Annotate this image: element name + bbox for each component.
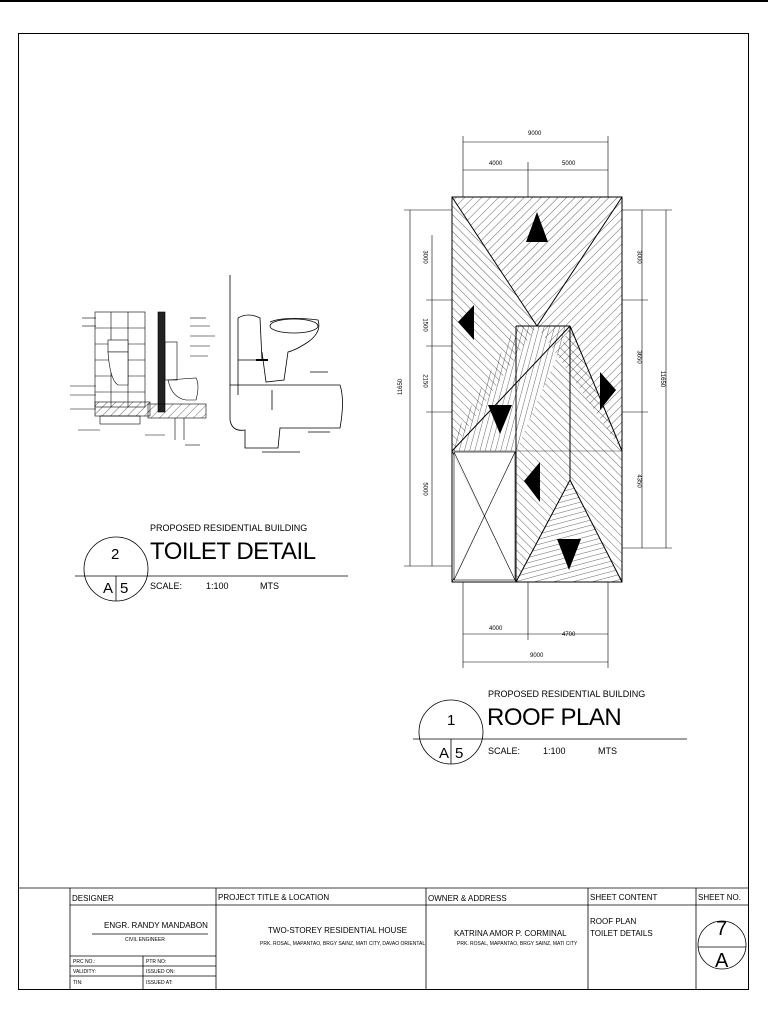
slope-arrow-left xyxy=(458,305,474,340)
slope-arrow-bottom xyxy=(557,539,581,570)
owner-address: PRK. ROSAL, MAPANTAO, BRGY SAINZ, MATI C… xyxy=(457,941,578,947)
dim-right-total: 11650 xyxy=(659,370,666,388)
prc-no-label: PRC NO.: xyxy=(73,959,96,965)
slope-arrow-lower-left xyxy=(524,462,540,502)
ptr-no-label: PTR NO: xyxy=(146,959,167,965)
owner-name: KATRINA AMOR P. CORMINAL xyxy=(454,929,567,938)
dim-left-total: 11650 xyxy=(398,378,405,396)
project-location: PRK. ROSAL, MAPANTAO, BRGY SAINZ, MATI C… xyxy=(260,941,426,947)
dim-left-1: 3000 xyxy=(421,250,428,264)
tin-label: TIN: xyxy=(73,980,83,986)
slope-arrow-right xyxy=(600,372,616,410)
dim-top-total: 9000 xyxy=(528,131,542,137)
toilet-section-sketch xyxy=(145,311,215,446)
dim-left-3: 2150 xyxy=(421,374,428,388)
toilet-detail-title: TOILET DETAIL xyxy=(150,538,316,565)
dim-left-2: 1500 xyxy=(421,318,428,332)
sheet-letter: A xyxy=(715,950,729,972)
dim-top-left: 4000 xyxy=(489,161,503,167)
toilet-detail-subtitle: PROPOSED RESIDENTIAL BUILDING xyxy=(150,523,308,533)
dim-right-3: 4350 xyxy=(635,474,642,488)
dim-bottom-left: 4000 xyxy=(489,626,503,632)
toilet-detail-scale-value: 1:100 xyxy=(206,581,229,591)
toilet-detail-number: 2 xyxy=(111,546,120,563)
roof-plan-sheet-ref-right: 5 xyxy=(455,745,464,762)
toilet-detail-sheet-ref-left: A xyxy=(103,580,114,597)
slope-arrow-top xyxy=(526,212,548,242)
project-title: TWO-STOREY RESIDENTIAL HOUSE xyxy=(268,926,407,935)
sheet-content-header: SHEET CONTENT xyxy=(590,893,658,902)
designer-role: CIVIL ENGINEER xyxy=(125,937,165,943)
sheet-content-line1: ROOF PLAN xyxy=(590,917,637,926)
roof-plan-number: 1 xyxy=(447,712,456,729)
issued-on-label: ISSUED ON: xyxy=(146,969,175,975)
sheet-no-header: SHEET NO. xyxy=(698,893,741,902)
dim-bottom-right: 4700 xyxy=(562,632,576,638)
dim-right-1: 3000 xyxy=(635,250,642,264)
roof-plan-units: MTS xyxy=(598,746,617,756)
sheet-content-line2: TOILET DETAILS xyxy=(590,929,653,938)
slope-arrow-mid xyxy=(488,405,512,434)
top-border-line xyxy=(0,0,768,2)
toilet-elevation-sketch xyxy=(70,311,151,431)
roof-plan-subtitle: PROPOSED RESIDENTIAL BUILDING xyxy=(488,689,646,699)
designer-name: ENGR. RANDY MANDABON xyxy=(104,921,208,930)
dim-top-right: 5000 xyxy=(562,161,576,167)
toilet-detail-sheet-ref-right: 5 xyxy=(120,580,129,597)
toilet-detail-units: MTS xyxy=(260,581,279,591)
owner-header: OWNER & ADDRESS xyxy=(428,894,507,903)
toilet-profile-sketch xyxy=(229,275,343,453)
roof-plan-drawing xyxy=(404,136,672,668)
dim-bottom-total: 9000 xyxy=(530,653,544,659)
sheet-number: 7 xyxy=(716,918,728,940)
drawing-sheet-border xyxy=(18,33,749,990)
toilet-detail-scale-label: SCALE: xyxy=(150,581,183,591)
title-block-grid xyxy=(18,887,749,990)
issued-at-label: ISSUED AT: xyxy=(146,980,173,986)
project-header: PROJECT TITLE & LOCATION xyxy=(218,893,330,902)
dim-left-4: 5000 xyxy=(421,482,428,496)
designer-header: DESIGNER xyxy=(72,894,114,903)
roof-plan-sheet-ref-left: A xyxy=(439,745,450,762)
roof-plan-scale-label: SCALE: xyxy=(488,746,521,756)
validity-label: VALIDITY: xyxy=(73,969,96,975)
toilet-detail-drawing xyxy=(70,275,343,453)
dim-right-2: 3650 xyxy=(635,350,642,364)
roof-plan-scale-value: 1:100 xyxy=(543,746,566,756)
roof-plan-title: ROOF PLAN xyxy=(487,704,622,731)
